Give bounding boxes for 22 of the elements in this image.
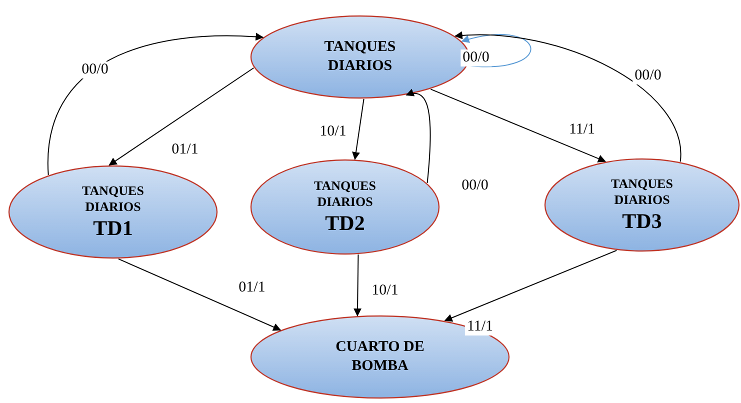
state-id: TD3 [622,209,662,234]
state-label: TANQUES DIARIOS [323,38,397,76]
arrow [48,32,264,176]
arrow [430,88,606,162]
state-id: TD1 [93,216,133,242]
arrow [118,258,282,331]
arrow [354,254,362,316]
edge-label: 00/0 [460,50,492,66]
edge-label: 11/1 [464,318,496,336]
state-id: TD2 [325,211,365,236]
state-label: TANQUES DIARIOS [313,178,377,212]
arrow [352,98,364,160]
arrow [108,67,254,166]
arrow [406,89,431,184]
edge-label: 00/0 [80,62,110,78]
arrow [454,32,681,162]
state-label: TANQUES DIARIOS [81,182,145,216]
arrow [444,250,618,322]
state-label: TANQUES DIARIOS [610,176,674,210]
arrow [461,34,532,68]
edge-label: 00/0 [632,68,664,84]
state-label: CUARTO DE BOMBA [334,338,426,376]
